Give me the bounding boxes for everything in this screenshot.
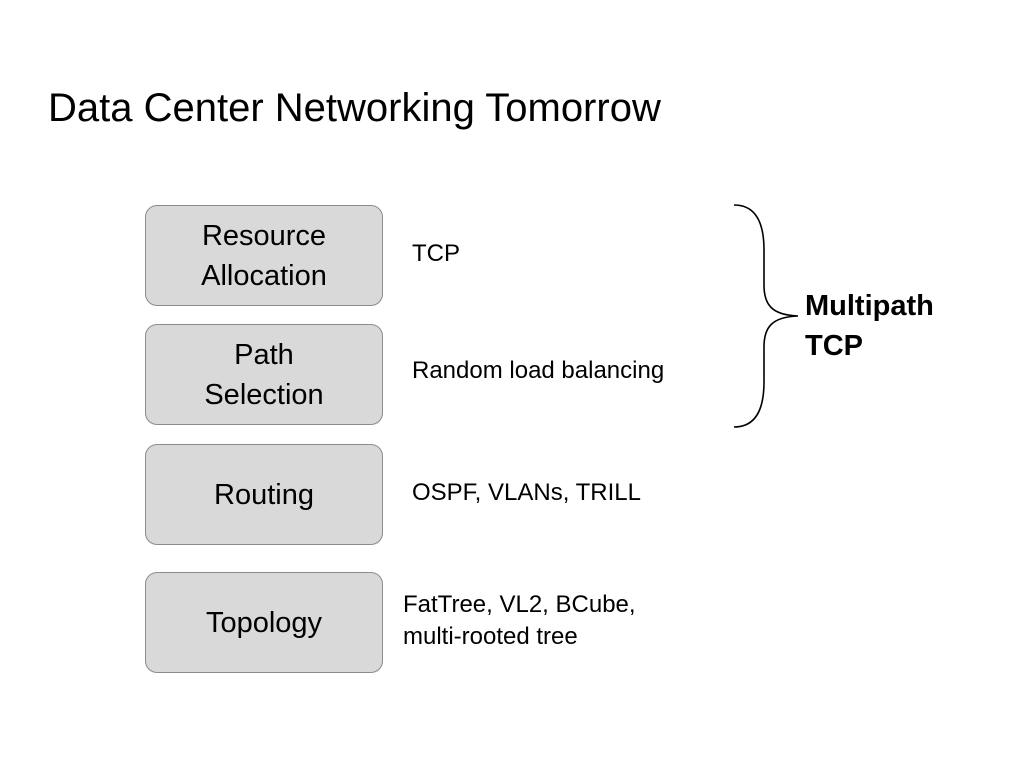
technology-routing: OSPF, VLANs, TRILL — [412, 479, 641, 506]
slide-title: Data Center Networking Tomorrow — [48, 86, 661, 130]
layer-label-routing: Routing — [214, 478, 314, 511]
technology-path-selection: Random load balancing — [412, 357, 665, 384]
layer-box-resource-allocation: Resource Allocation — [145, 205, 383, 306]
layer-label-path-selection: Path Selection — [204, 338, 324, 411]
layer-label-resource-allocation: Resource Allocation — [201, 219, 327, 292]
layer-box-path-selection: Path Selection — [145, 324, 383, 425]
layer-box-routing: Routing — [145, 444, 383, 545]
technology-topology: FatTree, VL2, BCube, multi-rooted tree — [403, 591, 636, 650]
multipath-tcp-label: Multipath TCP — [805, 290, 934, 362]
layer-label-topology: Topology — [205, 606, 323, 639]
curly-brace-icon — [733, 204, 799, 428]
layer-box-topology: Topology — [145, 572, 383, 673]
technology-resource-allocation: TCP — [412, 240, 460, 267]
